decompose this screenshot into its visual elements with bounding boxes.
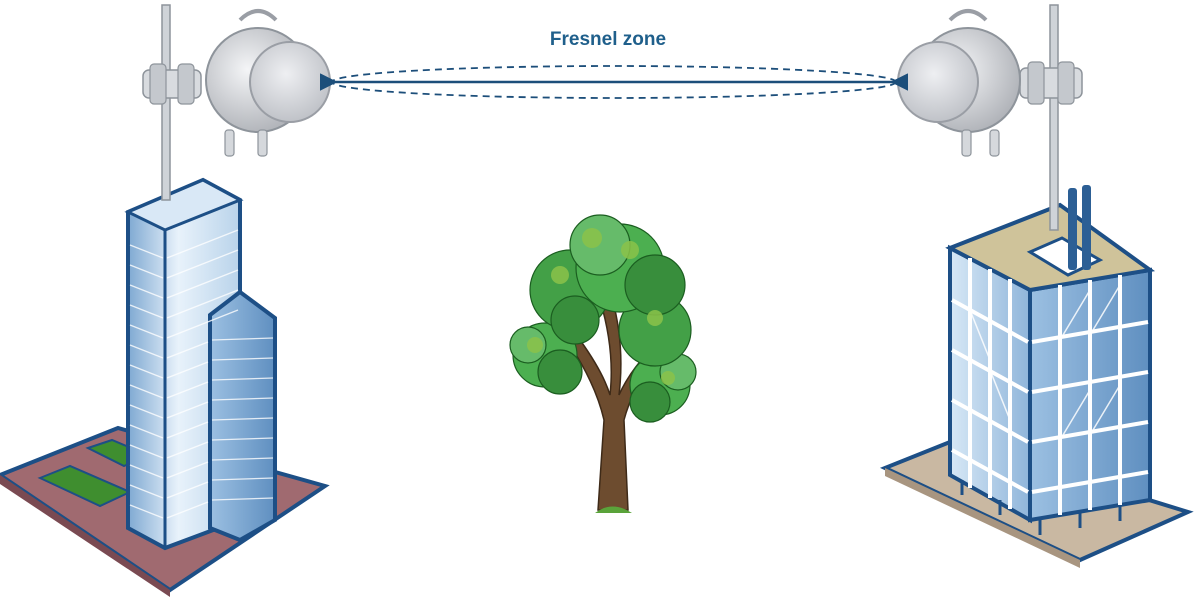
left-radio-icon: [142, 9, 331, 157]
right-mast: [1049, 4, 1059, 231]
tree-icon: [509, 214, 697, 513]
fresnel-zone-link: [320, 65, 908, 99]
office-building-icon: [879, 185, 1194, 568]
fresnel-zone-label: Fresnel zone: [549, 29, 667, 50]
right-radio-icon: [897, 9, 1083, 157]
skyscraper-icon: [0, 177, 330, 597]
